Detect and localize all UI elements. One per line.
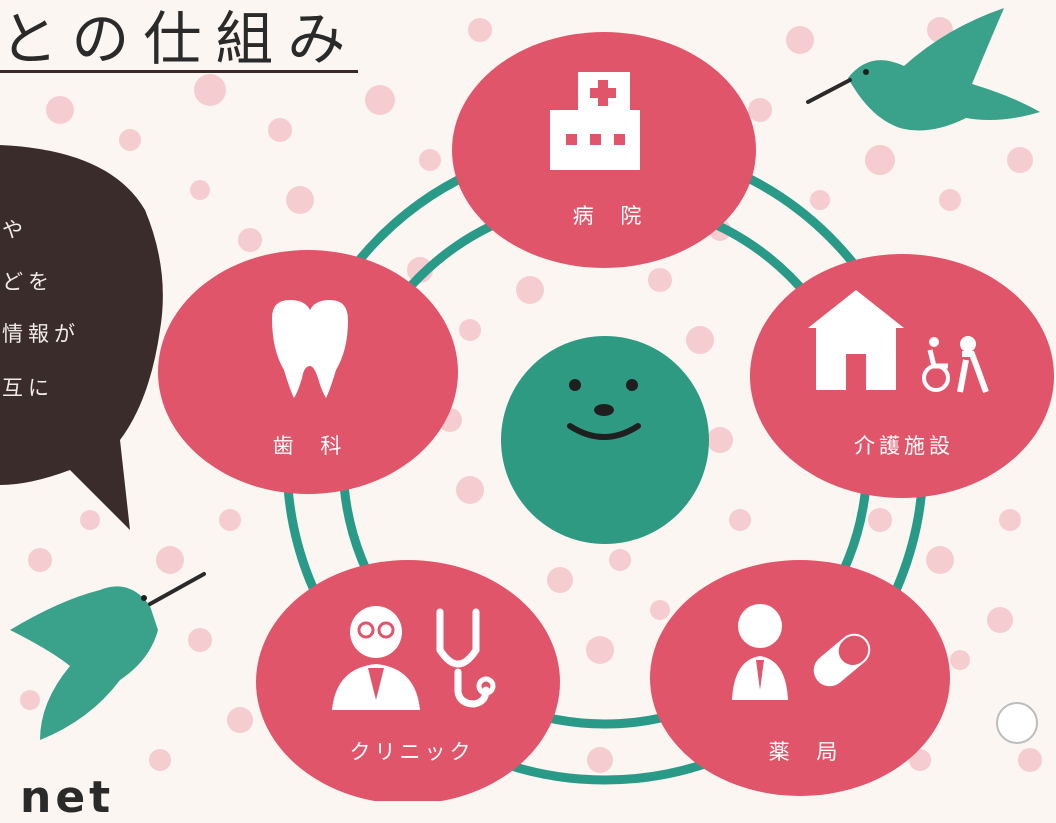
stethoscope-icon [436,608,490,708]
bubble-line-3: 情報が [2,322,80,346]
smiley-face-icon [501,336,709,544]
corner-circle-icon [996,702,1038,744]
hummingbird-icon [806,8,1040,131]
bubble-line-4: 互に [2,376,54,400]
wheelchair-icon [922,336,989,394]
clinic-node [256,560,560,801]
bubble-line-2: どを [2,270,54,294]
house-icon [808,290,904,390]
hummingbird-icon [10,572,206,740]
care-facility-label: 介護施設 [854,434,954,458]
pharmacy-label: 薬 局 [768,740,848,764]
footer-text: net [20,772,115,823]
hospital-node [452,32,756,268]
speech-bubble [0,145,163,530]
care-facility-node [750,254,1054,498]
tooth-icon [272,300,348,398]
pharmacy-node [650,560,950,796]
bubble-line-1: や [2,218,28,242]
network-diagram [10,8,1054,801]
dental-node [158,250,458,494]
hospital-label: 病 院 [572,204,652,228]
capsule-icon [813,633,871,687]
page-title: との仕組み [0,5,360,73]
title-underline [0,70,358,73]
dental-label: 歯 科 [272,434,352,458]
clinic-label: クリニック [349,740,475,764]
